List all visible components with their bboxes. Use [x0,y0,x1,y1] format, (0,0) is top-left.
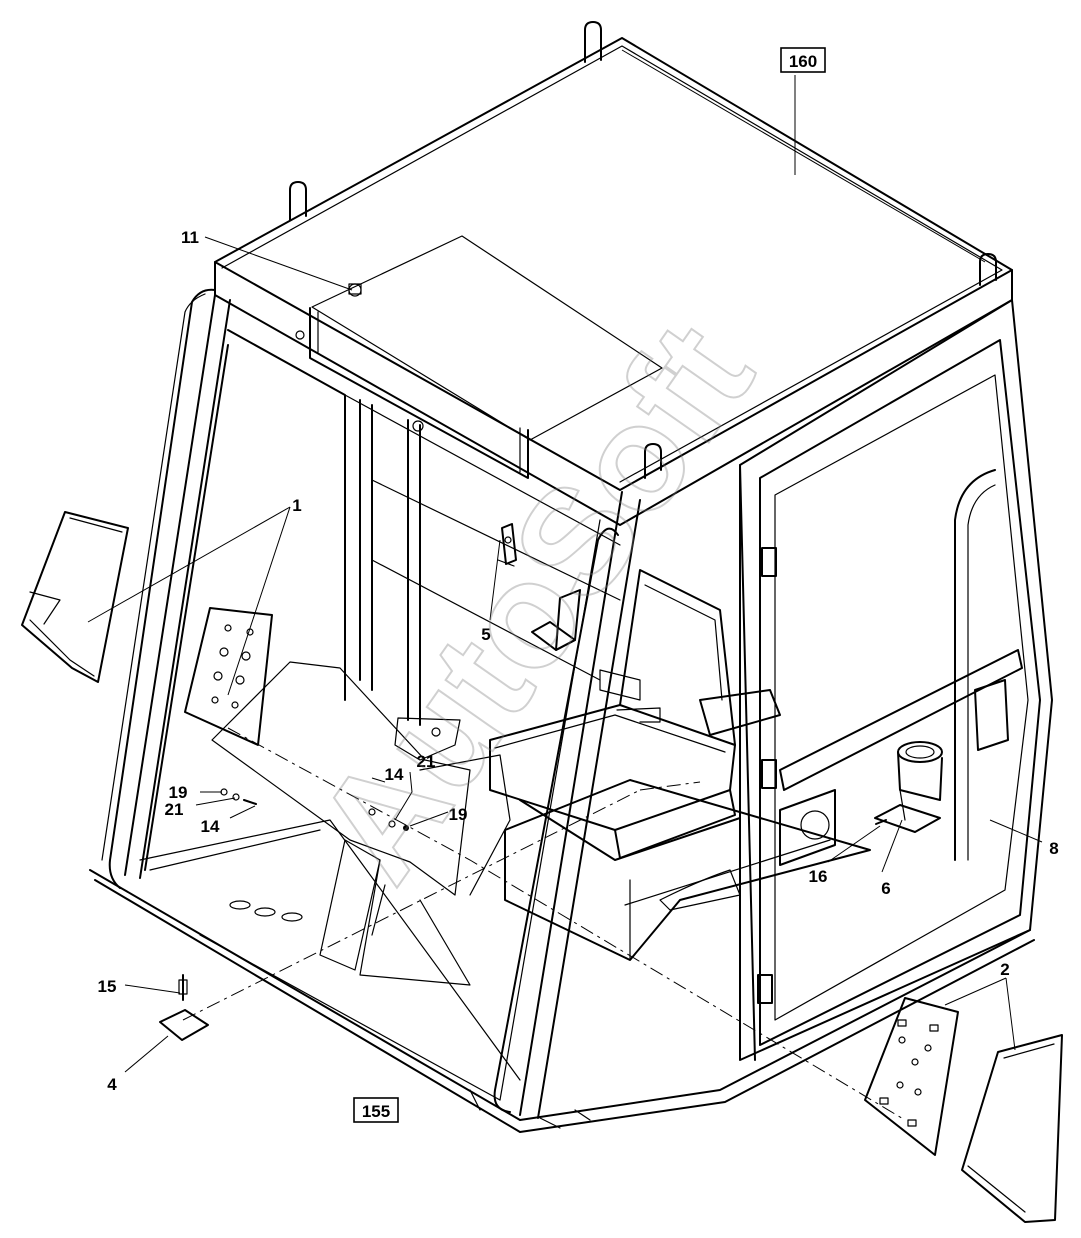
operator-seat [489,569,781,861]
cab-roof [214,37,1013,526]
callout-8: 8 [1049,839,1058,858]
callout-155-text: 155 [362,1102,390,1121]
callout-1: 1 [292,496,301,515]
callout-4: 4 [107,1075,117,1094]
callout-14-left: 14 [201,817,220,836]
part-6-cup-holder [874,741,943,833]
cab-frame [89,288,1053,1133]
part-2-window-pad [961,1034,1063,1223]
part-16-screw [875,819,887,825]
part-1-window-pad [21,511,129,683]
callout-15: 15 [98,977,117,996]
assembly-center-lines [182,727,906,1121]
part-2-backing-plate [864,997,959,1156]
part-155-dashboard-panel [211,661,511,986]
callout-160-text: 160 [789,52,817,71]
callout-11: 11 [181,228,199,247]
part-15-bolt [178,974,188,1001]
callout-160: 160 [780,47,826,73]
callout-14-upper: 14 [385,765,404,784]
callout-19-right: 19 [449,805,468,824]
part-4-plate [159,1009,209,1041]
callout-6: 6 [881,879,890,898]
callout-2: 2 [1000,960,1009,979]
watermark-text: AutoSoft [283,294,784,909]
lifting-eye [644,443,662,479]
lifting-eye [289,181,307,221]
leader-lines [87,49,1043,1073]
roof-panel [295,235,663,479]
callout-5: 5 [481,625,490,644]
fastener-group-left [220,788,409,831]
callout-21-upper: 21 [417,752,436,771]
callout-155: 155 [353,1097,399,1123]
callout-19-left: 19 [169,783,188,802]
callout-21-left: 21 [165,800,184,819]
autosoft-watermark: AutoSoft [282,293,785,910]
part-1-backing-plate [184,607,273,746]
part-8-rear-panel [974,679,1009,751]
callout-16: 16 [809,867,828,886]
part-5-clip [497,523,517,567]
lifting-eye [584,21,602,63]
